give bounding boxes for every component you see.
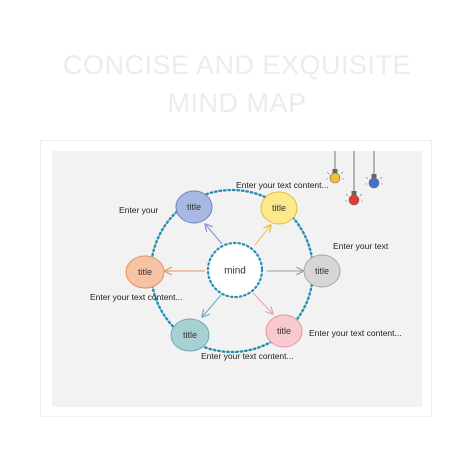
node-label: title: [183, 330, 197, 340]
node-label: title: [315, 266, 329, 276]
node-label: title: [187, 202, 201, 212]
arrow-bottom-left: [203, 294, 222, 316]
node-label: title: [272, 203, 286, 213]
light-bulbs-icon: [326, 151, 383, 206]
arrow-bottom-right: [252, 292, 272, 313]
text-left: Enter your text content...: [90, 292, 183, 302]
arrow-top-right: [254, 226, 270, 246]
node-label: title: [138, 267, 152, 277]
center-node: [206, 241, 264, 299]
title-line-2: MIND MAP: [167, 88, 307, 118]
text-bottom: Enter your text content...: [201, 351, 294, 361]
node-label: title: [277, 326, 291, 336]
arrow-top-left: [206, 225, 223, 245]
node-right: title: [303, 254, 341, 288]
node-bottom-right: title: [265, 314, 303, 348]
node-top-right: title: [260, 191, 298, 225]
center-label: mind: [224, 266, 246, 277]
text-top-left: Enter your: [119, 205, 159, 215]
node-left: title: [125, 255, 165, 289]
text-top-right: Enter your text content...: [236, 180, 329, 190]
text-bottom-right: Enter your text content...: [309, 328, 402, 338]
node-bottom-left: title: [170, 318, 210, 352]
text-right: Enter your text: [333, 241, 389, 251]
node-top-left: title: [175, 190, 213, 224]
title-line-1: CONCISE AND EXQUISITE: [62, 50, 412, 80]
